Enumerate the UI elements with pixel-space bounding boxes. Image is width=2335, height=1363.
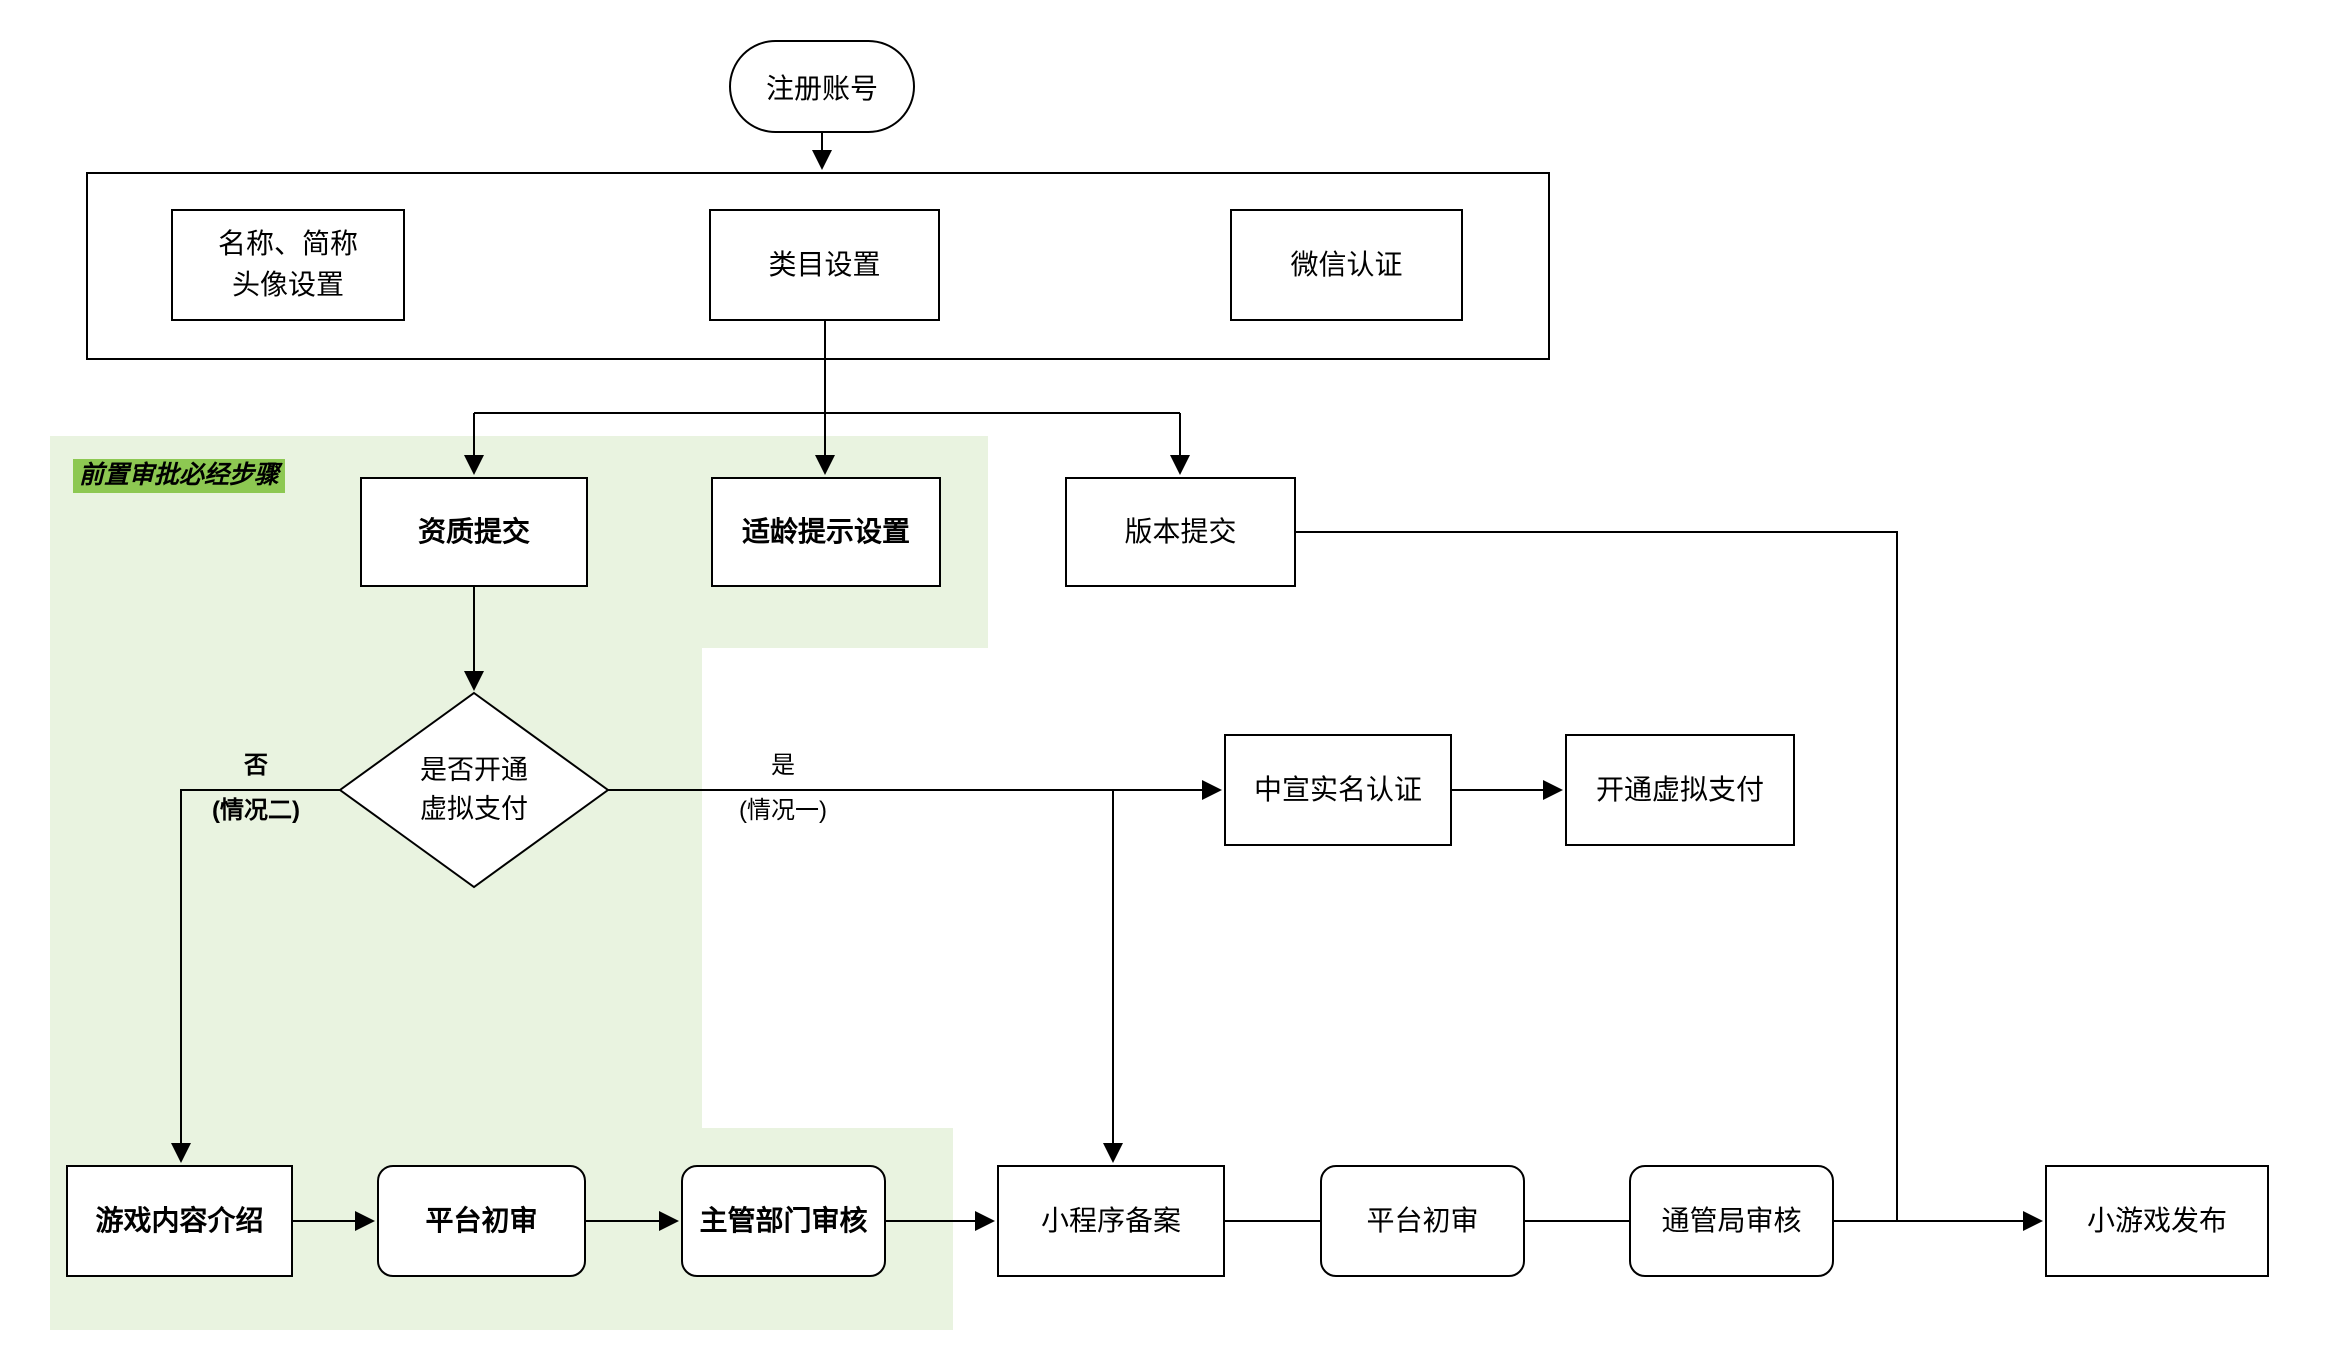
no-case-label: (情况二) <box>212 796 300 824</box>
node-mii-review-label: 通管局审核 <box>1661 1204 1802 1236</box>
node-name-avatar[interactable]: 名称、简称 头像设置 <box>171 209 405 321</box>
node-platform-review-1-label: 平台初审 <box>425 1204 538 1236</box>
no-branch-label: 否 (情况二) <box>166 752 346 826</box>
node-mii-review[interactable]: 通管局审核 <box>1629 1165 1834 1277</box>
yes-case-label: (情况一) <box>739 796 827 824</box>
node-name-avatar-line1: 名称、简称 <box>217 228 358 260</box>
node-real-name-cert-label: 中宣实名认证 <box>1253 773 1422 805</box>
node-platform-review-1[interactable]: 平台初审 <box>377 1165 586 1277</box>
yes-branch-label: 是 (情况一) <box>693 752 873 826</box>
node-mini-program-filing-label: 小程序备案 <box>1040 1204 1181 1236</box>
pre-approval-note: 前置审批必经步骤 <box>73 459 286 493</box>
node-age-tip-setting-label: 适龄提示设置 <box>741 515 910 547</box>
yes-label: 是 <box>771 752 795 779</box>
no-label: 否 <box>244 752 268 779</box>
node-qualification-submit[interactable]: 资质提交 <box>360 477 588 587</box>
node-category-setting[interactable]: 类目设置 <box>709 209 940 321</box>
node-version-submit-label: 版本提交 <box>1124 515 1237 547</box>
decision-line2: 虚拟支付 <box>420 794 528 824</box>
node-open-virtual-payment[interactable]: 开通虚拟支付 <box>1565 734 1795 846</box>
decision-line1: 是否开通 <box>420 754 528 785</box>
decision-diamond-text: 是否开通 虚拟支付 <box>374 748 574 832</box>
node-wechat-cert[interactable]: 微信认证 <box>1230 209 1463 321</box>
pre-approval-note-text: 前置审批必经步骤 <box>79 461 280 489</box>
node-version-submit[interactable]: 版本提交 <box>1065 477 1296 587</box>
pre-approval-region-middle <box>50 648 702 1128</box>
node-game-content-intro[interactable]: 游戏内容介绍 <box>66 1165 293 1277</box>
node-game-content-intro-label: 游戏内容介绍 <box>95 1204 264 1236</box>
node-age-tip-setting[interactable]: 适龄提示设置 <box>711 477 941 587</box>
edge-version-to-publish-line <box>1296 531 1898 1221</box>
node-mini-program-filing[interactable]: 小程序备案 <box>997 1165 1225 1277</box>
node-wechat-cert-label: 微信认证 <box>1290 248 1403 280</box>
node-name-avatar-line2: 头像设置 <box>231 269 344 300</box>
node-category-setting-label: 类目设置 <box>768 248 881 280</box>
setup-group-frame <box>86 172 1550 360</box>
node-qualification-submit-label: 资质提交 <box>417 515 530 547</box>
node-platform-review-2[interactable]: 平台初审 <box>1320 1165 1525 1277</box>
node-start[interactable]: 注册账号 <box>729 40 915 133</box>
node-start-label: 注册账号 <box>765 72 878 104</box>
node-platform-review-2-label: 平台初审 <box>1366 1204 1479 1236</box>
node-game-publish[interactable]: 小游戏发布 <box>2045 1165 2269 1277</box>
node-dept-review[interactable]: 主管部门审核 <box>681 1165 886 1277</box>
node-game-publish-label: 小游戏发布 <box>2086 1204 2227 1236</box>
node-open-virtual-payment-label: 开通虚拟支付 <box>1595 773 1764 805</box>
node-dept-review-label: 主管部门审核 <box>699 1204 868 1236</box>
node-real-name-cert[interactable]: 中宣实名认证 <box>1224 734 1452 846</box>
